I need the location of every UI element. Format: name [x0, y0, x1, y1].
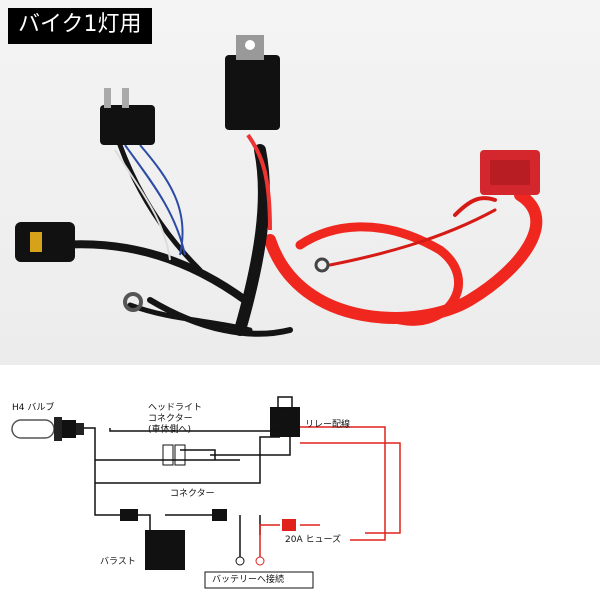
- label-ballast: バラスト: [100, 557, 136, 567]
- ring-terminal-black: [123, 292, 143, 312]
- wiring-diagram-lines: [11, 396, 401, 589]
- red-wire-loop-2: [295, 222, 463, 326]
- red-wire-loop: [264, 189, 543, 324]
- label-headlight-connector: ヘッドライト コネクター (車体側へ): [148, 403, 203, 435]
- fuse-icon: [282, 519, 296, 531]
- black-wire-2: [147, 297, 293, 337]
- plug-connector: [15, 222, 75, 262]
- h4-connector: [100, 88, 155, 145]
- product-photo: バイク1灯用: [0, 0, 600, 365]
- label-to-battery: バッテリーへ接続: [212, 575, 285, 585]
- fuse-holder: [480, 150, 540, 195]
- relay: [225, 35, 280, 130]
- wiring-diagram: H4 バルブ ヘッドライト コネクター (車体側へ) リレー配線 コネクター 2…: [0, 365, 600, 600]
- label-h4-bulb: H4 バルブ: [12, 403, 55, 413]
- battery-label-box: [204, 571, 314, 589]
- label-connector: コネクター: [170, 489, 215, 499]
- ring-terminal-red: [314, 257, 330, 273]
- label-fuse: 20A ヒューズ: [285, 535, 342, 545]
- bulb-icon: [11, 417, 84, 441]
- relay-box: [270, 407, 300, 437]
- wiring-harness-photo: [15, 35, 543, 337]
- ballast-box: [145, 530, 185, 570]
- black-wire-4: [127, 302, 253, 333]
- red-wire-thin: [328, 208, 497, 267]
- black-wire: [56, 240, 249, 304]
- title-badge: バイク1灯用: [8, 8, 152, 44]
- label-relay-wiring: リレー配線: [305, 420, 351, 430]
- red-wire-thin-2: [453, 196, 497, 217]
